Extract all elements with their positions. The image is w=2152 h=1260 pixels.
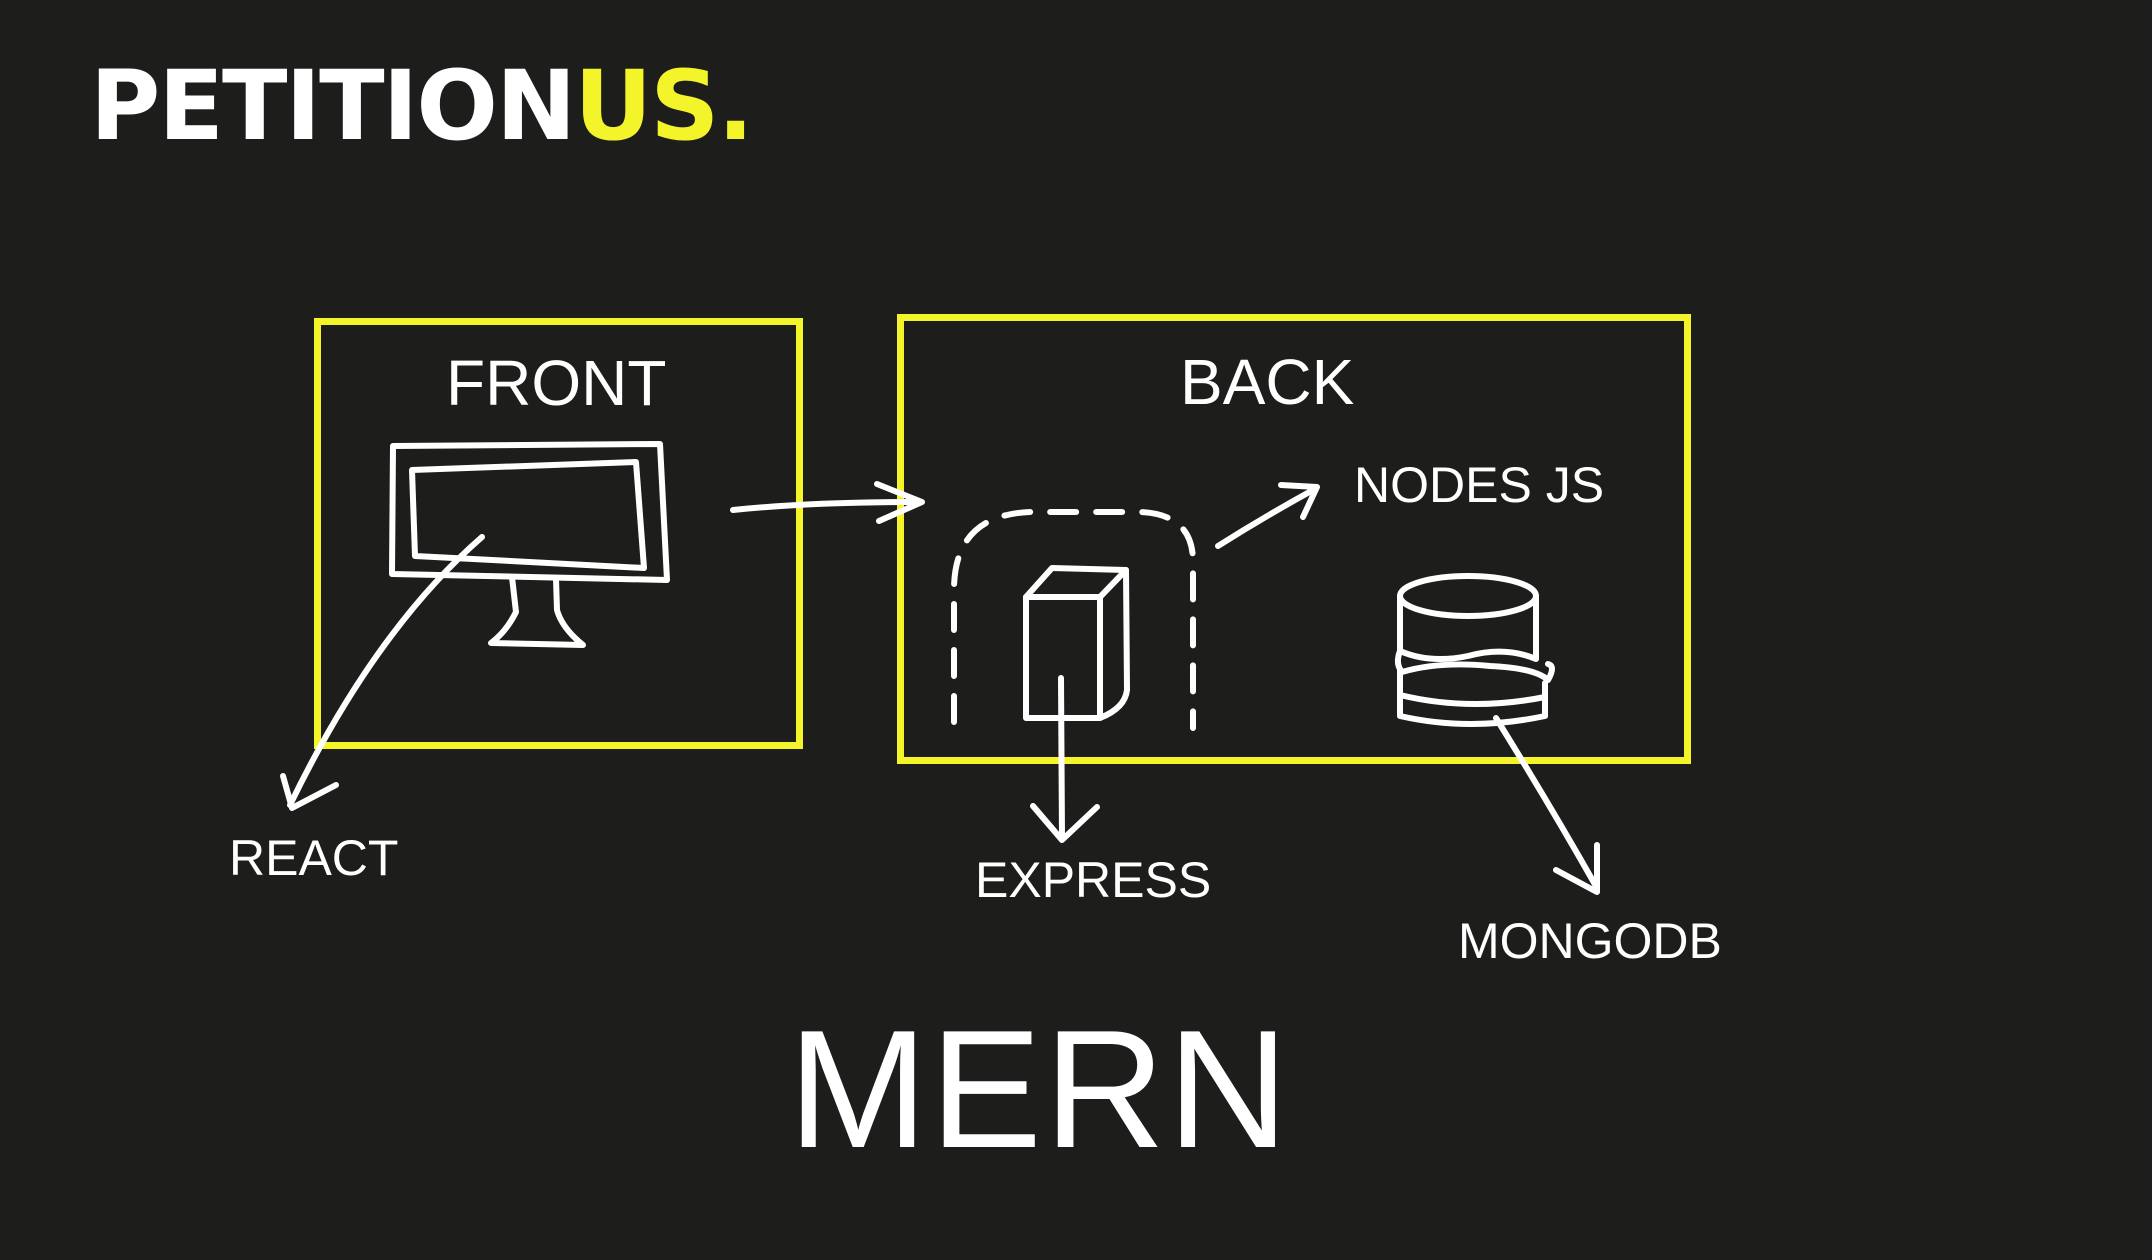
express-label: EXPRESS <box>975 852 1212 908</box>
back-box <box>897 314 1691 764</box>
front-to-back-arrow <box>730 481 925 524</box>
back-label: BACK <box>1180 346 1355 418</box>
monitor-icon <box>389 441 670 648</box>
server-cube-icon <box>1023 565 1130 721</box>
front-box <box>314 318 803 749</box>
brand-logo-part-primary: PETITION <box>90 50 576 162</box>
mongodb-label: MONGODB <box>1458 913 1722 969</box>
brand-logo-part-accent: US. <box>574 50 754 162</box>
front-label: FRONT <box>446 347 667 419</box>
brand-logo: PETITIONUS. <box>90 58 754 154</box>
nodejs-label: NODES JS <box>1354 457 1605 513</box>
stack-title: MERN <box>788 995 1291 1183</box>
react-label: REACT <box>229 830 399 886</box>
react-arrow <box>280 534 485 811</box>
express-boundary-dashed <box>951 509 1196 731</box>
express-arrow <box>1030 675 1100 843</box>
nodejs-arrow <box>1215 482 1320 549</box>
mongodb-arrow <box>1493 715 1600 895</box>
database-icon <box>1394 573 1555 727</box>
